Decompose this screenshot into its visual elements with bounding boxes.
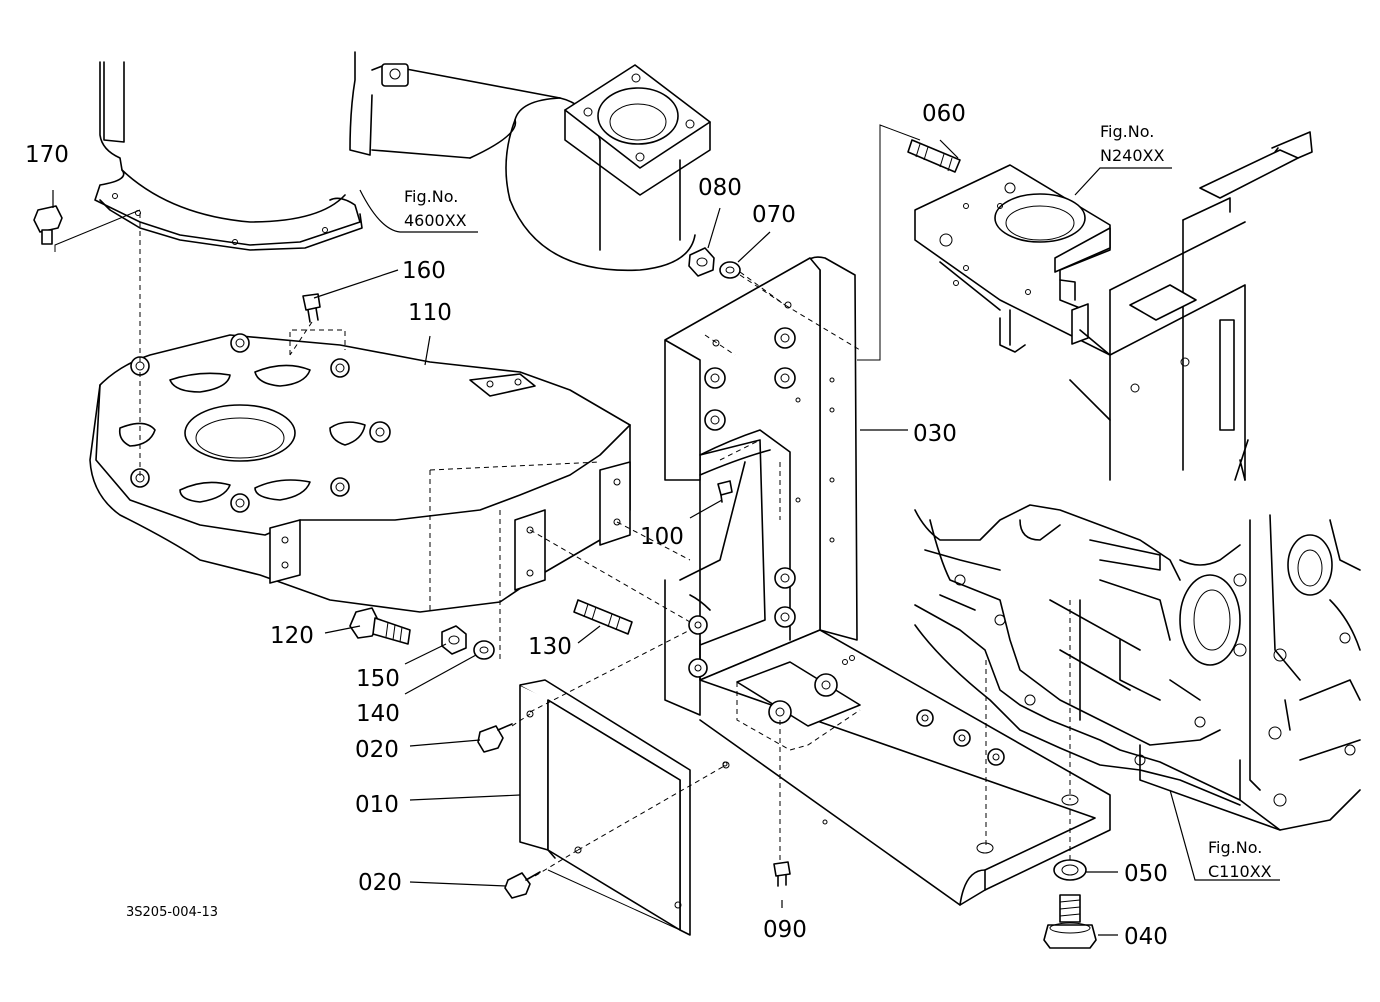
callout-120: 120 — [270, 623, 314, 649]
gear-case-housing — [89, 329, 691, 660]
flywheel-housing-flange — [94, 51, 696, 272]
nut-150 — [441, 625, 467, 655]
bolt-040 — [1043, 894, 1097, 949]
svg-text:Fig.No.: Fig.No. — [1100, 122, 1154, 141]
washer-070 — [719, 261, 741, 279]
top-flange-pipe — [564, 64, 711, 251]
figure-reference-4600xx: Fig.No. 4600XX — [404, 187, 467, 230]
bolt-020-upper — [477, 723, 513, 753]
svg-text:N240XX: N240XX — [1100, 146, 1164, 165]
callout-020-upper: 020 — [355, 737, 399, 763]
callout-130: 130 — [528, 634, 572, 660]
main-bracket — [664, 256, 1111, 906]
callout-090: 090 — [763, 917, 807, 943]
callout-040: 040 — [1124, 924, 1168, 950]
callout-060: 060 — [922, 101, 966, 127]
callout-080: 080 — [698, 175, 742, 201]
bolt-090 — [773, 861, 791, 887]
callout-100: 100 — [640, 524, 684, 550]
bolt-160 — [302, 293, 321, 323]
svg-text:C110XX: C110XX — [1208, 862, 1272, 881]
svg-text:Fig.No.: Fig.No. — [1208, 838, 1262, 857]
drawing-number: 3S205-004-13 — [126, 905, 218, 920]
stud-130 — [573, 599, 633, 635]
washer-140 — [473, 640, 495, 660]
figure-reference-n240xx: Fig.No. N240XX — [1100, 122, 1164, 165]
callout-110: 110 — [408, 300, 452, 326]
callout-050: 050 — [1124, 861, 1168, 887]
callout-150: 150 — [356, 666, 400, 692]
leader-lines — [52, 139, 1280, 936]
callout-020-lower: 020 — [358, 870, 402, 896]
callout-140: 140 — [356, 701, 400, 727]
bolt-020-lower — [504, 871, 541, 899]
bolt-100 — [717, 480, 733, 503]
callout-170: 170 — [25, 142, 69, 168]
bolt-120 — [349, 607, 411, 645]
callout-160: 160 — [402, 258, 446, 284]
svg-text:4600XX: 4600XX — [404, 211, 467, 230]
callout-010: 010 — [355, 792, 399, 818]
washer-050 — [1053, 859, 1087, 881]
svg-text:Fig.No.: Fig.No. — [404, 187, 458, 206]
callout-070: 070 — [752, 202, 796, 228]
transmission-case — [914, 504, 1361, 831]
callout-030: 030 — [913, 421, 957, 447]
stud-060 — [907, 139, 961, 173]
bolt-170 — [33, 205, 63, 245]
callout-labels: 170 160 110 080 070 060 030 100 120 130 … — [25, 101, 1168, 950]
front-frame — [914, 131, 1313, 481]
nut-080 — [688, 247, 715, 277]
cover-plate — [519, 629, 730, 936]
figure-reference-c110xx: Fig.No. C110XX — [1208, 838, 1272, 881]
